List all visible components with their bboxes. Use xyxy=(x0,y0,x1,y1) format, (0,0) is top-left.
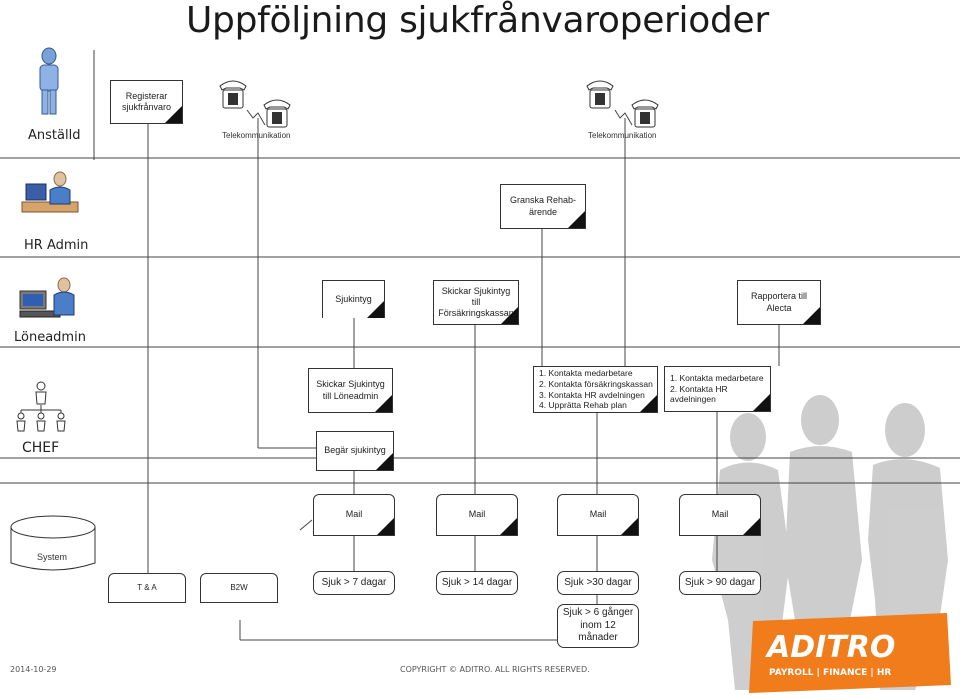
footer-copyright: COPYRIGHT © ADITRO. ALL RIGHTS RESERVED. xyxy=(400,665,590,674)
sjuk-14-dagar-box: Sjuk > 14 dagar xyxy=(436,571,518,595)
sjuk-90-dagar-box: Sjuk > 90 dagar xyxy=(679,571,761,595)
lane-label-hr-admin: HR Admin xyxy=(24,238,89,253)
sjuk-7-dagar-box: Sjuk > 7 dagar xyxy=(313,571,395,595)
telephone-icon xyxy=(586,80,614,109)
registrera-sjukfranvaro-box: Registerar sjukfrånvaro xyxy=(110,80,183,124)
svg-text:PAYROLL | FINANCE | HR: PAYROLL | FINANCE | HR xyxy=(769,668,891,678)
mail-box-4: Mail xyxy=(679,494,761,536)
lane-label-chef: CHEF xyxy=(22,440,60,456)
granska-rehab-box: Granska Rehab-ärende xyxy=(500,184,586,229)
system-database-label: System xyxy=(37,552,68,562)
mail-box-2: Mail xyxy=(436,494,518,536)
b2w-box: B2W xyxy=(200,573,278,603)
telephone-icon xyxy=(263,99,291,128)
page-title: Uppföljning sjukfrånvaroperioder xyxy=(186,0,769,41)
lane-label-anstalld: Anställd xyxy=(28,128,81,143)
computer-worker-icon xyxy=(19,277,75,318)
sjukintyg-document: Sjukintyg xyxy=(322,280,385,318)
skickar-sjukintyg-loneadmin-box: Skickar Sjukintyg till Löneadmin xyxy=(308,368,393,413)
telephone-icon xyxy=(631,99,659,128)
footer-date: 2014-10-29 xyxy=(10,665,57,674)
person-icon xyxy=(39,47,59,115)
begar-sjukintyg-box: Begär sjukintyg xyxy=(316,431,394,471)
sjuk-6-ganger-box: Sjuk > 6 gånger inom 12 månader xyxy=(557,604,639,648)
ta-box: T & A xyxy=(108,573,186,603)
telephone-icon xyxy=(219,80,247,109)
sjuk-30-dagar-box: Sjuk >30 dagar xyxy=(557,571,639,595)
rapportera-alecta-box: Rapportera till Alecta xyxy=(737,280,821,325)
mail-box-3: Mail xyxy=(557,494,639,536)
kontakta-fyra-steg-box: 1. Kontakta medarbetare 2. Kontakta förs… xyxy=(533,366,658,413)
telekommunikation-label-2: Telekommunikation xyxy=(588,131,657,140)
system-database-icon xyxy=(10,515,96,571)
org-chart-icon xyxy=(16,381,66,432)
office-worker-icon xyxy=(21,171,79,213)
svg-text:ADITRO: ADITRO xyxy=(765,630,895,665)
telekommunikation-label-1: Telekommunikation xyxy=(222,131,291,140)
lane-label-loneadmin: Löneadmin xyxy=(14,330,86,345)
mail-box-1: Mail xyxy=(313,494,395,536)
aditro-logo: ADITRO PAYROLL | FINANCE | HR xyxy=(749,613,951,693)
kontakta-tva-steg-box: 1. Kontakta medarbetare 2. Kontakta HR a… xyxy=(664,366,771,412)
skickar-sjukintyg-fk-box: Skickar Sjukintyg till Försäkringskassan xyxy=(433,280,519,325)
